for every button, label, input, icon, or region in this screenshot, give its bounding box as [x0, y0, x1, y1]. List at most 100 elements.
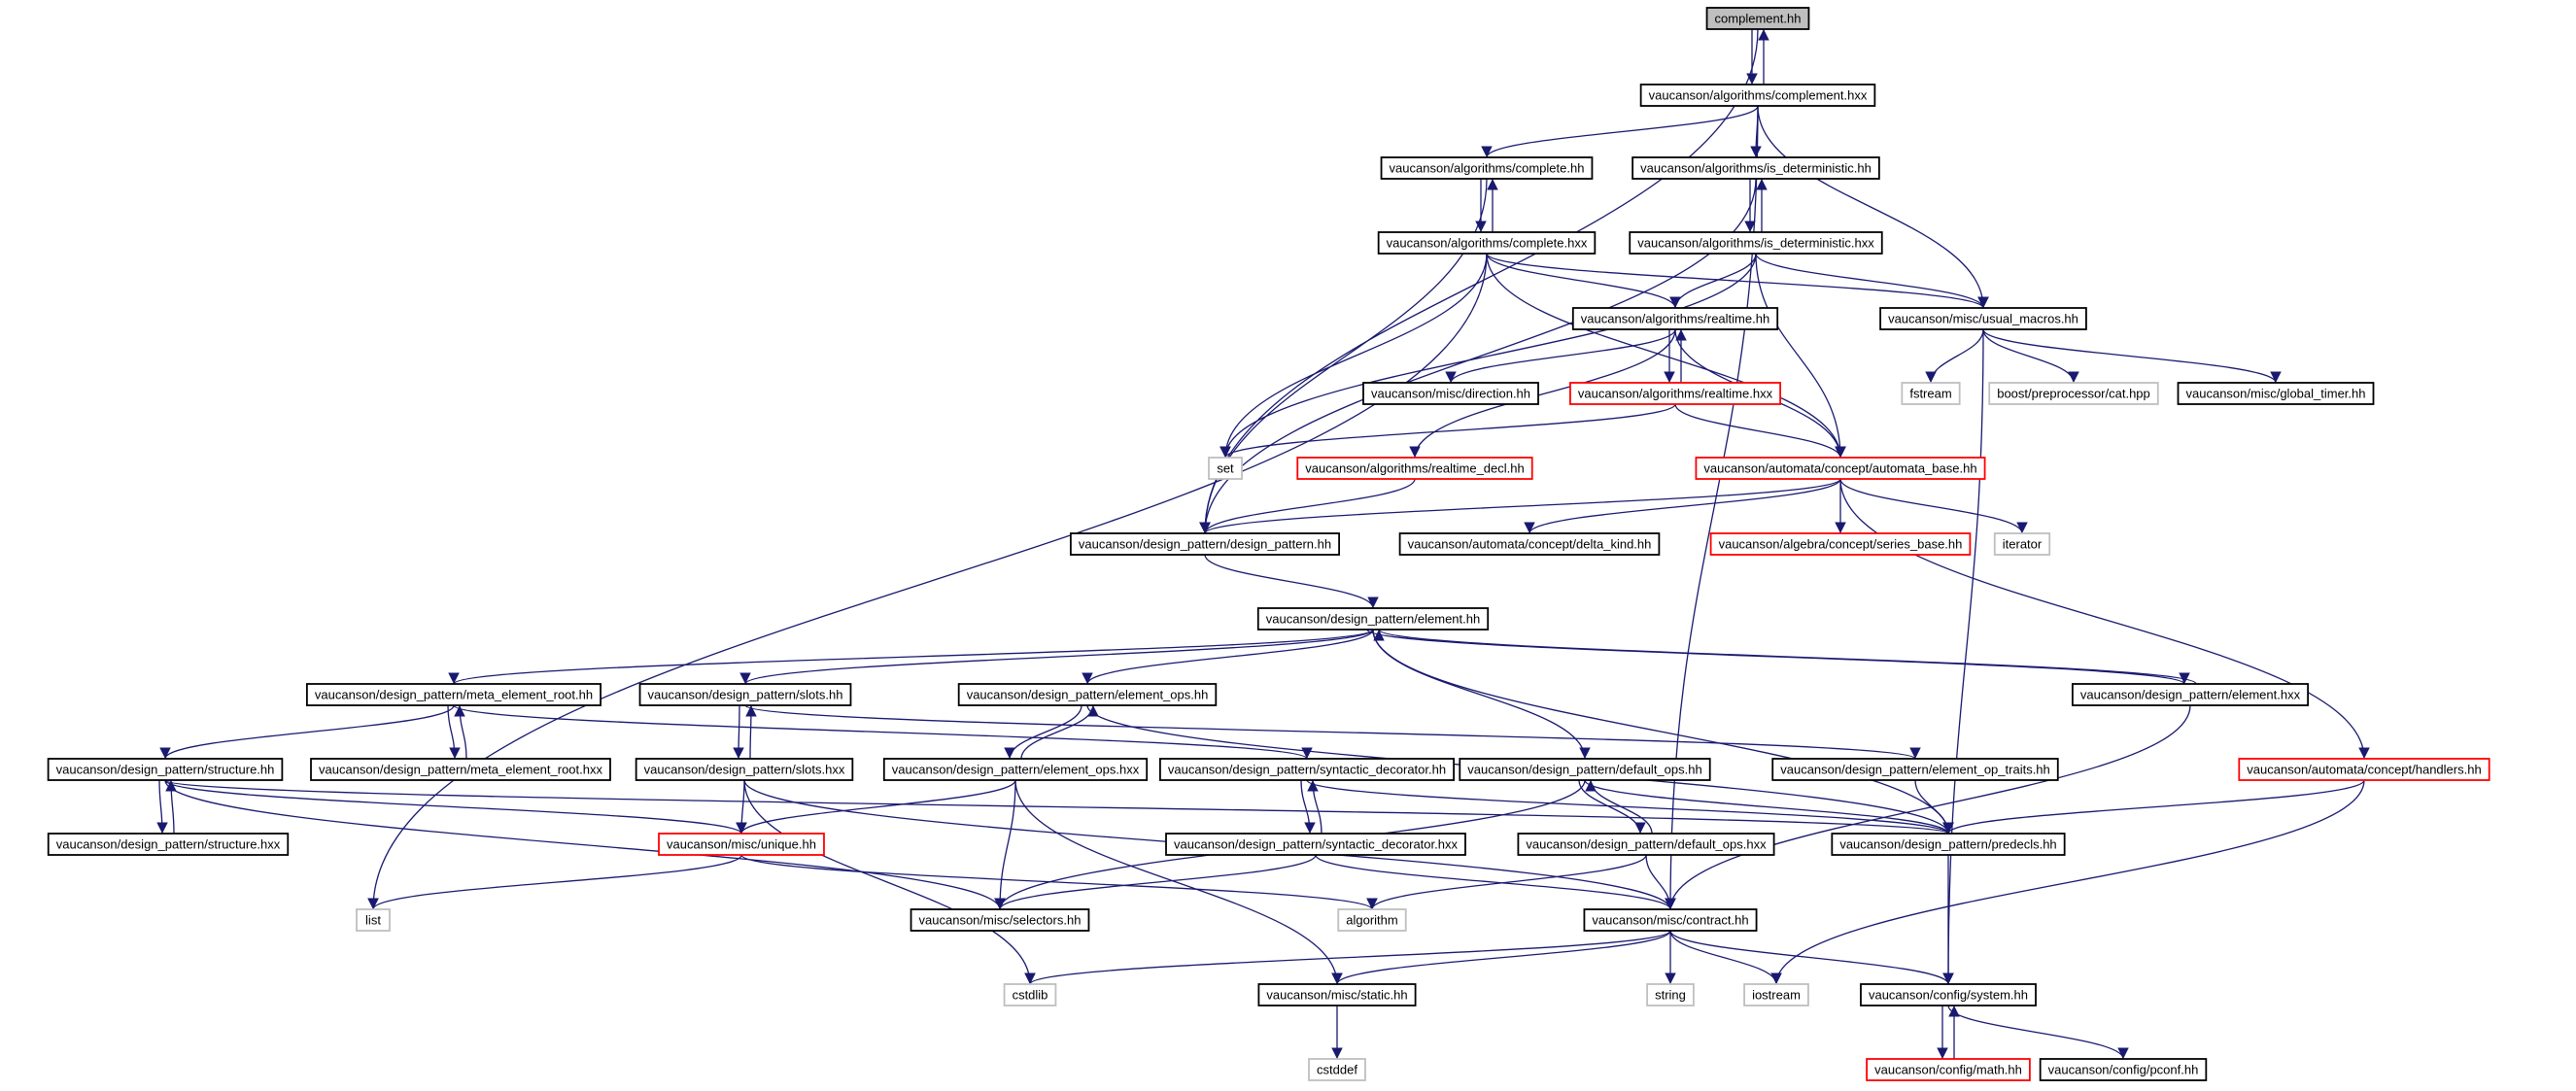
edge-meta_root_hh-to-meta_root_hxx [447, 704, 461, 760]
node-element-ops-hh[interactable]: vaucanson/design_pattern/element_ops.hh [957, 683, 1218, 706]
edge-element_hh-to-default_ops_hh [1372, 629, 1591, 760]
edge-slots_hxx-to-cstdlib [743, 779, 1036, 985]
node-string: string [1646, 983, 1695, 1006]
node-pconf[interactable]: vaucanson/config/pconf.hh [2039, 1058, 2208, 1081]
node-complete-hh[interactable]: vaucanson/algorithms/complete.hh [1380, 156, 1594, 180]
node-meta-root-hh[interactable]: vaucanson/design_pattern/meta_element_ro… [305, 683, 602, 706]
edge-meta_root_hxx-to-meta_root_hh [454, 704, 467, 760]
node-system[interactable]: vaucanson/config/system.hh [1860, 983, 2037, 1006]
node-unique[interactable]: vaucanson/misc/unique.hh [658, 833, 825, 856]
node-slots-hxx[interactable]: vaucanson/design_pattern/slots.hxx [635, 758, 854, 781]
edge-contract-to-static [1331, 930, 1671, 985]
edge-default_ops_hxx-to-algorithm [1366, 854, 1647, 910]
node-label: cstddef [1317, 1063, 1357, 1077]
node-box [1860, 983, 2037, 1006]
node-box [1705, 7, 1810, 30]
node-fstream: fstream [1901, 382, 1961, 405]
node-box [1988, 382, 2159, 405]
node-box [1629, 231, 1883, 255]
node-box [2177, 382, 2375, 405]
edge-realtime_hxx-to-set [1219, 403, 1676, 459]
node-box [1517, 833, 1775, 856]
node-cstddef: cstddef [1308, 1058, 1366, 1081]
edge-structure_hh-to-unique [164, 779, 747, 835]
node-automata-base[interactable]: vaucanson/automata/concept/automata_base… [1695, 457, 1986, 480]
node-complete-hxx[interactable]: vaucanson/algorithms/complete.hxx [1377, 231, 1597, 255]
node-syn-dec-hxx[interactable]: vaucanson/design_pattern/syntactic_decor… [1165, 833, 1466, 856]
node-elem-op-traits[interactable]: vaucanson/design_pattern/element_op_trai… [1771, 758, 2059, 781]
edge-element_hh-to-element_ops_hh [1082, 629, 1374, 685]
node-selectors[interactable]: vaucanson/misc/selectors.hh [910, 908, 1090, 932]
node-static[interactable]: vaucanson/misc/static.hh [1257, 983, 1417, 1006]
node-delta-kind[interactable]: vaucanson/automata/concept/delta_kind.hh [1398, 532, 1661, 556]
node-complement-hxx[interactable]: vaucanson/algorithms/complement.hxx [1639, 84, 1876, 107]
node-label: vaucanson/misc/static.hh [1266, 988, 1407, 1003]
node-label: vaucanson/design_pattern/syntactic_decor… [1174, 837, 1458, 852]
node-element-hh[interactable]: vaucanson/design_pattern/element.hh [1256, 607, 1490, 631]
node-box [1771, 758, 2059, 781]
node-label: vaucanson/design_pattern/element.hh [1266, 612, 1480, 627]
node-iterator: iterator [1993, 532, 2051, 556]
node-box [658, 833, 825, 856]
node-realtime-hh[interactable]: vaucanson/algorithms/realtime.hh [1571, 307, 1779, 330]
node-complement-hh[interactable]: complement.hh [1705, 7, 1810, 30]
node-direction[interactable]: vaucanson/misc/direction.hh [1362, 382, 1539, 405]
node-label: vaucanson/config/math.hh [1874, 1063, 2022, 1077]
node-iostream: iostream [1743, 983, 1809, 1006]
node-box [910, 908, 1090, 932]
node-structure-hh[interactable]: vaucanson/design_pattern/structure.hh [47, 758, 284, 781]
node-box [1337, 908, 1407, 932]
edge-slots_hxx-to-slots_hh [745, 704, 757, 760]
node-default-ops-hxx[interactable]: vaucanson/design_pattern/default_ops.hxx [1517, 833, 1775, 856]
edge-syn_dec_hxx-to-contract [1315, 854, 1676, 910]
node-box [1571, 307, 1779, 330]
edge-slots_hxx-to-unique [736, 779, 747, 835]
node-label: vaucanson/design_pattern/element_ops.hxx [892, 763, 1140, 777]
edge-isdet_hxx-to-realtime_hh [1669, 253, 1757, 309]
node-box [1003, 983, 1057, 1006]
edge-element_hh-to-slots_hh [739, 629, 1374, 685]
node-box [2238, 758, 2490, 781]
edge-usual_macros-to-cat_hpp [1982, 328, 2079, 384]
node-box [2039, 1058, 2208, 1081]
node-math[interactable]: vaucanson/config/math.hh [1866, 1058, 2031, 1081]
node-meta-root-hxx[interactable]: vaucanson/design_pattern/meta_element_ro… [310, 758, 611, 781]
node-isdet-hxx[interactable]: vaucanson/algorithms/is_deterministic.hx… [1629, 231, 1883, 255]
node-slots-hh[interactable]: vaucanson/design_pattern/slots.hh [638, 683, 852, 706]
node-handlers[interactable]: vaucanson/automata/concept/handlers.hh [2238, 758, 2490, 781]
node-box [1257, 983, 1417, 1006]
node-usual-macros[interactable]: vaucanson/misc/usual_macros.hh [1879, 307, 2087, 330]
edge-default_ops_hxx-to-contract [1645, 854, 1676, 910]
edge-automata_base-to-handlers [1839, 478, 2370, 760]
node-structure-hxx[interactable]: vaucanson/design_pattern/structure.hxx [47, 833, 290, 856]
node-box [1831, 833, 2066, 856]
edge-element_ops_hxx-to-unique [736, 779, 1016, 835]
edge-automata_base-to-iterator [1839, 478, 2028, 534]
node-series-base[interactable]: vaucanson/algebra/concept/series_base.hh [1709, 532, 1972, 556]
node-box [1993, 532, 2051, 556]
node-label: vaucanson/design_pattern/element_ops.hh [967, 688, 1209, 702]
node-label: vaucanson/design_pattern/predecls.hh [1839, 837, 2056, 852]
edge-usual_macros-to-global_timer [1982, 328, 2282, 384]
node-box [635, 758, 854, 781]
node-default-ops-hh[interactable]: vaucanson/design_pattern/default_ops.hh [1459, 758, 1711, 781]
node-label: set [1217, 461, 1234, 476]
node-box [1459, 758, 1711, 781]
node-element-hxx[interactable]: vaucanson/design_pattern/element.hxx [2071, 683, 2310, 706]
node-design-pattern[interactable]: vaucanson/design_pattern/design_pattern.… [1069, 532, 1341, 556]
node-set: set [1208, 457, 1243, 480]
node-global-timer[interactable]: vaucanson/misc/global_timer.hh [2177, 382, 2375, 405]
edge-slots_hh-to-elem_op_traits [744, 704, 1921, 760]
node-contract[interactable]: vaucanson/misc/contract.hh [1583, 908, 1758, 932]
node-realtime-decl[interactable]: vaucanson/algorithms/realtime_decl.hh [1296, 457, 1533, 480]
node-syn-dec-hh[interactable]: vaucanson/design_pattern/syntactic_decor… [1158, 758, 1456, 781]
node-element-ops-hxx[interactable]: vaucanson/design_pattern/element_ops.hxx [882, 758, 1149, 781]
node-predecls[interactable]: vaucanson/design_pattern/predecls.hh [1831, 833, 2066, 856]
node-box [47, 758, 284, 781]
node-realtime-hxx[interactable]: vaucanson/algorithms/realtime.hxx [1569, 382, 1781, 405]
edge-complete_hxx-to-usual_macros [1486, 253, 1989, 309]
node-isdet-hh[interactable]: vaucanson/algorithms/is_deterministic.hh [1631, 156, 1880, 180]
edge-element_ops_hxx-to-element_ops_hh [1020, 704, 1099, 760]
edge-complete_hxx-to-realtime_hh [1486, 253, 1681, 309]
